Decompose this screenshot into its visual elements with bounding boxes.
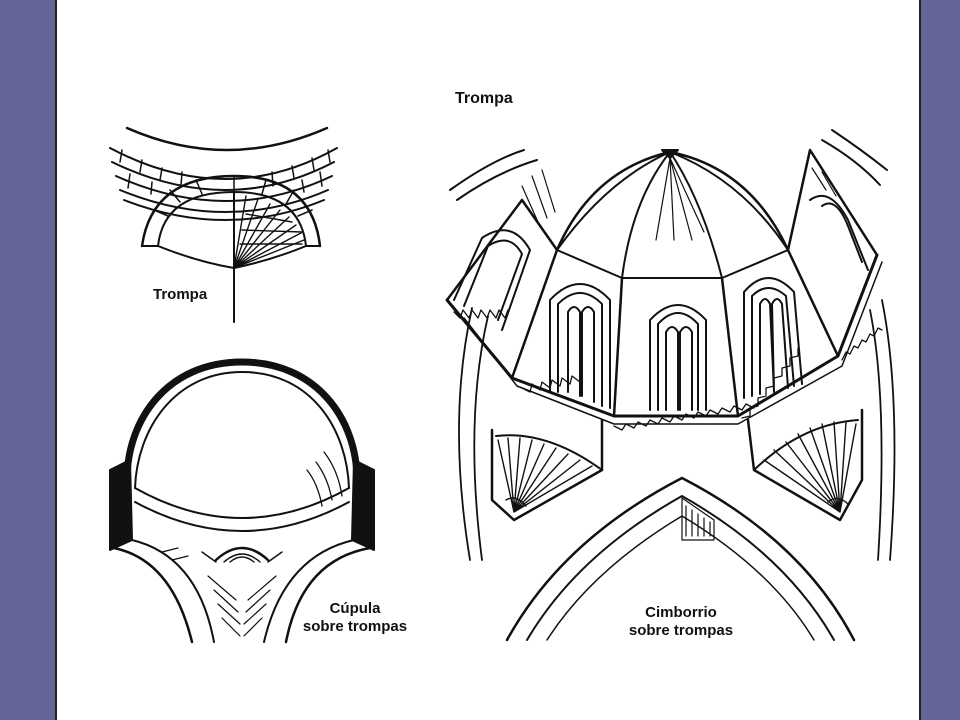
figure-title: Trompa	[455, 90, 513, 107]
lantern-on-squinches-drawing	[445, 129, 896, 642]
dome-caption-line1: Cúpula	[329, 600, 381, 617]
squinch-drawing	[109, 126, 338, 323]
lantern-caption-line1: Cimborrio	[645, 604, 717, 621]
dome-on-squinches-drawing	[109, 358, 375, 644]
figure-sheet: Trompa Trompa Cúpula sobre trompas Cimbo…	[55, 0, 921, 720]
architecture-illustration	[109, 126, 896, 644]
lantern-caption-line2: sobre trompas	[628, 622, 734, 639]
squinch-label: Trompa	[153, 286, 208, 303]
dome-caption-line2: sobre trompas	[302, 618, 408, 635]
dome-caption: Cúpula sobre trompas	[285, 600, 425, 636]
lantern-caption: Cimborrio sobre trompas	[601, 604, 761, 640]
